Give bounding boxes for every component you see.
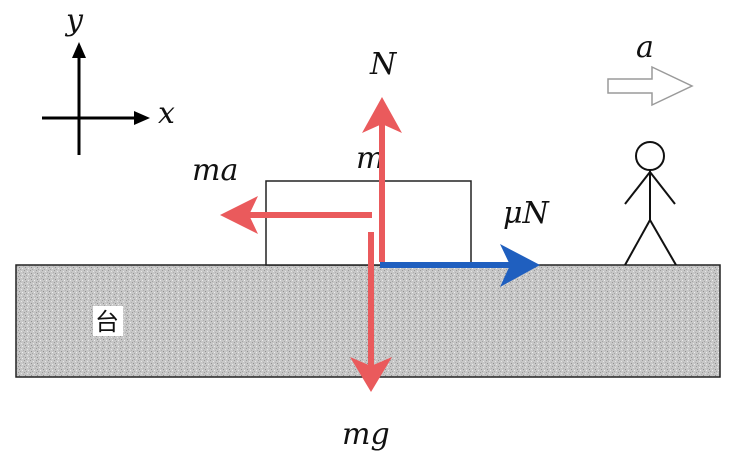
inertial-force-arrow <box>220 196 372 234</box>
observer-left-arm <box>624 171 651 205</box>
y-axis-label: y <box>64 3 84 38</box>
normal-force-label: N <box>369 47 398 82</box>
table-label: 台 <box>95 308 119 336</box>
inertial-force-label: ma <box>192 153 238 188</box>
friction-force-arrow <box>380 244 540 287</box>
observer-left-leg <box>624 219 651 266</box>
coordinate-axes: x y <box>42 3 175 155</box>
y-axis-arrowhead <box>72 42 86 58</box>
normal-force-arrowhead <box>362 97 402 133</box>
gravity-force-label: mg <box>342 417 390 452</box>
block: m <box>265 141 472 266</box>
x-axis-arrowhead <box>134 111 150 125</box>
friction-force-arrowhead <box>500 244 540 287</box>
gravity-force-arrow <box>350 232 392 392</box>
acceleration-indicator: a <box>607 30 694 107</box>
table-label-background <box>93 306 123 336</box>
gravity-force-arrowhead <box>350 357 392 392</box>
observer-right-leg <box>649 219 677 266</box>
observer-right-arm <box>649 171 676 205</box>
acceleration-label: a <box>636 30 654 65</box>
observer-head <box>635 141 665 171</box>
observer-figure <box>624 141 677 266</box>
inertial-force-arrowhead <box>220 196 258 234</box>
x-axis-label: x <box>158 96 175 131</box>
acceleration-arrow <box>607 65 694 107</box>
normal-force-arrow <box>362 97 402 262</box>
friction-force-label: μN <box>503 196 550 231</box>
